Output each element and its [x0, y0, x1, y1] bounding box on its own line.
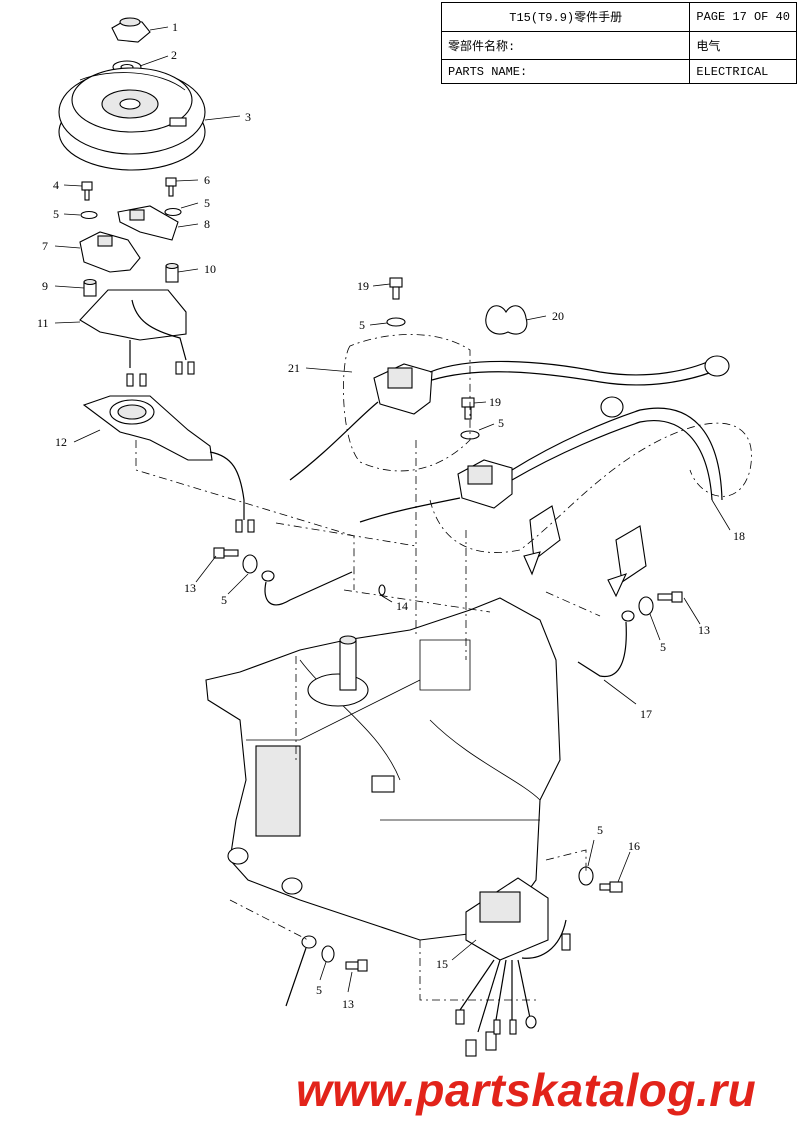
callout-12: 12: [55, 435, 67, 449]
manual-title: T15(T9.9)零件手册: [440, 2, 691, 32]
callout-5a: 5: [53, 207, 59, 221]
callout-5h: 5: [316, 983, 322, 997]
ground-lead-17: [577, 610, 635, 678]
bolt-16: [599, 881, 623, 893]
ignition-coil-18: [359, 396, 723, 523]
callout-11: 11: [37, 316, 49, 330]
callout-4: 4: [53, 178, 59, 192]
collar-10: [165, 262, 179, 283]
callout-14: 14: [396, 599, 408, 613]
washer-5f: [638, 596, 654, 616]
grommet-14: [378, 584, 386, 596]
callout-19b: 19: [489, 395, 501, 409]
bolt-13b: [657, 591, 683, 603]
callout-18: 18: [733, 529, 745, 543]
parts-name-en-value: ELECTRICAL: [689, 59, 797, 84]
cdi-unit-15: [455, 877, 571, 1057]
bolt-19a: [389, 277, 403, 300]
washer-5b: [164, 207, 182, 217]
callout-numbers: 1 2 3 4 5 6 5 8 7 9 10 11 12 19 20 5 21 …: [37, 20, 745, 1011]
callout-15: 15: [436, 957, 448, 971]
callout-17: 17: [640, 707, 652, 721]
washer-5c: [386, 317, 406, 327]
callout-5d: 5: [498, 416, 504, 430]
callout-9: 9: [42, 279, 48, 293]
callout-5g: 5: [597, 823, 603, 837]
title-block: T15(T9.9)零件手册 PAGE 17 OF 40 零部件名称: 电气 PA…: [440, 2, 797, 84]
parts-name-en-label: PARTS NAME:: [440, 59, 691, 84]
callout-5f: 5: [660, 640, 666, 654]
parts-name-cn-value: 电气: [689, 30, 797, 61]
spark-plug-b: [607, 525, 647, 598]
callout-5c: 5: [359, 318, 365, 332]
engine-block: [205, 597, 561, 941]
callout-13a: 13: [184, 581, 196, 595]
collar-9: [83, 278, 97, 297]
washer-5e: [242, 554, 258, 574]
leader-lines: [54, 26, 731, 993]
callout-5b: 5: [204, 196, 210, 210]
callout-19a: 19: [357, 279, 369, 293]
callout-10: 10: [204, 262, 216, 276]
bolt-13c: [345, 959, 368, 972]
pulser-coil-7: [79, 231, 141, 273]
bolt-13a: [213, 547, 239, 559]
bolt-19b: [461, 397, 475, 420]
callout-3: 3: [245, 110, 251, 124]
flywheel-nut: [111, 17, 151, 43]
callout-20: 20: [552, 309, 564, 323]
washer-5h: [321, 945, 335, 963]
callout-7: 7: [42, 239, 48, 253]
callout-21: 21: [288, 361, 300, 375]
washer-5a: [80, 210, 98, 220]
bolt-4: [81, 181, 93, 201]
callout-5e: 5: [221, 593, 227, 607]
callout-1: 1: [172, 20, 178, 34]
callout-8: 8: [204, 217, 210, 231]
bolt-6: [165, 177, 177, 197]
ignition-coil-21: [289, 355, 730, 481]
spark-plug-a: [523, 505, 561, 576]
callout-2: 2: [171, 48, 177, 62]
cable-clamp-20: [485, 305, 528, 335]
callout-13c: 13: [342, 997, 354, 1011]
callout-6: 6: [204, 173, 210, 187]
watermark: www.partskatalog.ru: [296, 1064, 757, 1116]
assembly-lines: [135, 334, 752, 1001]
page-number: PAGE 17 OF 40: [689, 2, 797, 32]
ground-lead-a: [261, 570, 353, 606]
flywheel: [58, 67, 206, 171]
callout-13b: 13: [698, 623, 710, 637]
stator-base-11: [79, 289, 195, 387]
charge-coil-8: [117, 205, 179, 241]
callout-16: 16: [628, 839, 640, 853]
ground-lead-b: [285, 935, 317, 1007]
timing-plate-12: [82, 395, 255, 533]
